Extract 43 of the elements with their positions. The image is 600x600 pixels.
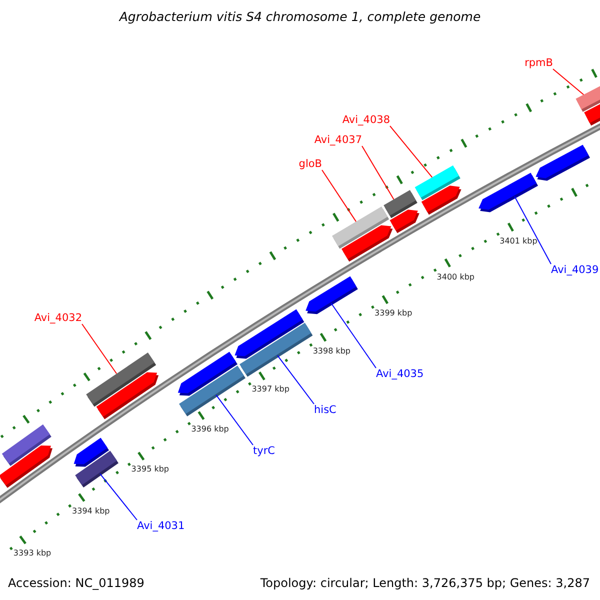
scale-label: 3395 kbp [131, 464, 169, 474]
gene-feature [342, 225, 393, 262]
gene-feature [421, 186, 462, 215]
leader-line [390, 126, 433, 178]
gene-bar [240, 322, 313, 377]
leader-line [362, 146, 394, 200]
gene-label: hisC [314, 404, 336, 416]
scale-label: 3399 kbp [374, 308, 412, 318]
gene-feature [96, 372, 159, 420]
gene-feature [478, 172, 538, 212]
gene-bar [179, 366, 246, 416]
scale-label: 3398 kbp [312, 346, 351, 356]
map-info: Topology: circular; Length: 3,726,375 bp; Genes: 3,287 [260, 576, 590, 590]
scale-label: 3393 kbp [13, 548, 52, 558]
gene-feature [74, 438, 109, 467]
scale-label: 3401 kbp [500, 236, 538, 246]
leader-line [552, 68, 584, 96]
scale-label: 3396 kbp [191, 424, 229, 434]
gene-feature [0, 446, 52, 488]
gene-label: Avi_4035 [376, 368, 424, 380]
leader-line [99, 473, 138, 520]
gene-feature [584, 102, 600, 126]
gene-label: tyrC [253, 445, 275, 458]
leader-line [276, 354, 314, 404]
gene-label: Avi_4038 [342, 114, 390, 126]
leader-line [514, 196, 552, 264]
gene-label: Avi_4032 [34, 312, 82, 324]
map-info: Accession: NC_011989 [8, 576, 144, 590]
gene-feature [536, 144, 590, 181]
map-title: Agrobacterium vitis S4 chromosome 1, complete genome [118, 9, 482, 24]
scale-label: 3394 kbp [72, 506, 110, 516]
gene-feature [390, 210, 420, 234]
gene-label: Avi_4031 [137, 520, 185, 532]
leader-line [82, 324, 118, 374]
gene-label: Avi_4039 [551, 264, 599, 276]
scale-label: 3400 kbp [436, 272, 474, 282]
gene-label: gloB [298, 158, 322, 170]
gene-label: Avi_4037 [314, 134, 362, 146]
gene-label: rpmB [524, 56, 553, 69]
leader-line [330, 302, 376, 368]
gene-feature [306, 276, 358, 314]
leader-line [322, 170, 357, 222]
scale-label: 3397 kbp [252, 384, 290, 394]
